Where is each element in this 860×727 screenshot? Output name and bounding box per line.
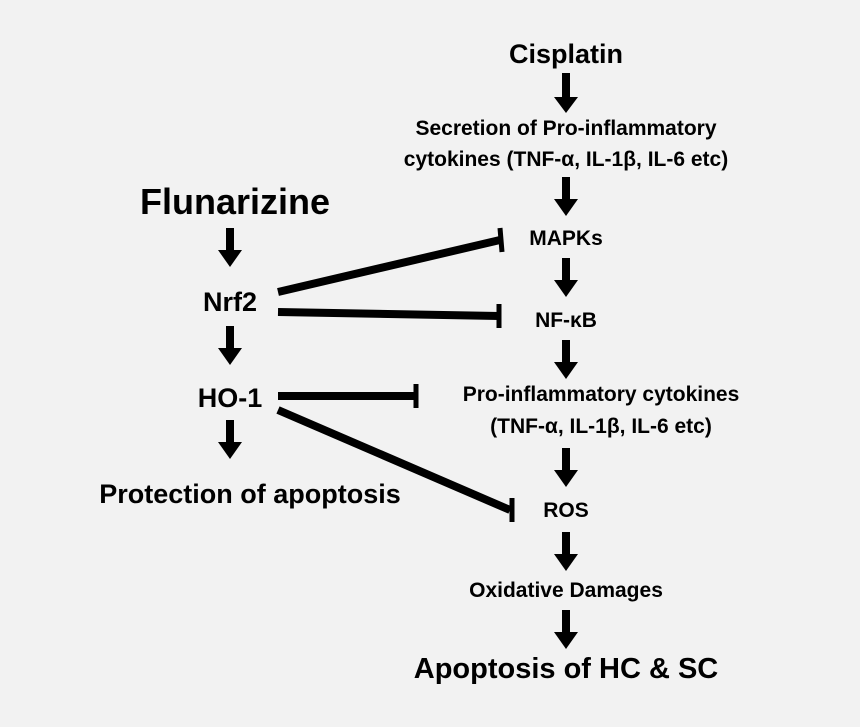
node-mapks: MAPKs (529, 227, 603, 250)
edge-ho1-to-protection (218, 420, 242, 459)
activation-arrows (218, 73, 578, 649)
inhibit-ho1-to-proinflam (278, 384, 419, 408)
inhibition-lines (276, 227, 515, 522)
edge-mapks-to-nfkb (554, 258, 578, 297)
edge-nrf2-to-ho1 (218, 326, 242, 365)
node-nrf2: Nrf2 (202, 287, 257, 317)
node-proinflam-line2: (TNF-α, IL-1β, IL-6 etc) (490, 415, 712, 438)
inhibit-ho1-to-ros (276, 406, 515, 522)
node-ho1: HO-1 (197, 383, 263, 413)
edge-cisplatin-to-secretion (554, 73, 578, 113)
node-oxidative: Oxidative Damages (469, 579, 663, 602)
edge-secretion-to-mapks (554, 177, 578, 216)
edge-flunarizine-to-nrf2 (218, 228, 242, 267)
inhibit-nrf2-to-mapks (277, 227, 505, 296)
node-nfkb: NF-κB (535, 309, 597, 332)
node-flunarizine: Flunarizine (139, 181, 331, 222)
node-apoptosis: Apoptosis of HC & SC (413, 653, 719, 685)
edge-proinflam-to-ros (554, 448, 578, 487)
inhibit-nrf2-to-nfkb (277, 304, 502, 328)
node-secretion-line2: cytokines (TNF-α, IL-1β, IL-6 etc) (403, 148, 729, 171)
node-ros: ROS (543, 499, 589, 522)
edge-nfkb-to-proinflam (554, 340, 578, 379)
edge-ros-to-oxidative (554, 532, 578, 571)
node-proinflam-line1: Pro-inflammatory cytokines (462, 383, 740, 406)
node-secretion-line1: Secretion of Pro-inflammatory (415, 117, 717, 140)
node-protection: Protection of apoptosis (99, 479, 401, 509)
node-cisplatin: Cisplatin (508, 39, 623, 69)
edge-oxidative-to-apoptosis (554, 610, 578, 649)
